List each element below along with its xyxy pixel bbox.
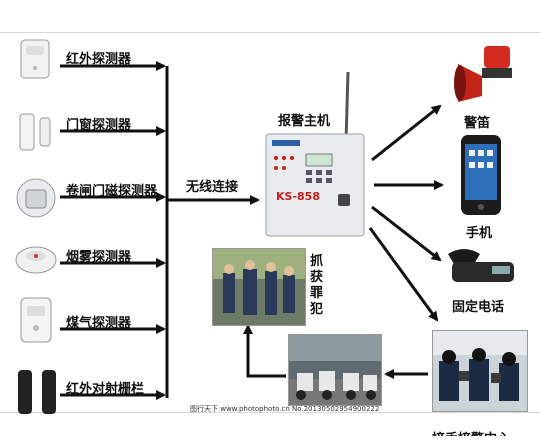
- arrow-to-siren: [371, 104, 442, 162]
- landline-label: 固定电话: [452, 300, 505, 315]
- label-infrared: 红外探测器: [66, 52, 132, 67]
- phone-label: 手机: [466, 226, 493, 241]
- bottom-frame-line: [0, 412, 540, 413]
- alarm-host-icon: KS-858: [262, 71, 372, 240]
- capture-label: 抓获罪犯: [310, 254, 324, 317]
- gas-detector-icon: [18, 296, 54, 344]
- host-label: 报警主机: [278, 114, 331, 129]
- capture-photo: [212, 248, 306, 326]
- door-magnet-icon: [14, 110, 58, 154]
- pir-sensor-icon: [18, 38, 52, 82]
- watermark-text: 图行天下 www.photophoto.cn No.20130502954900…: [190, 405, 380, 413]
- beam-sensor-icon: [12, 368, 62, 414]
- wireless-label: 无线连接: [186, 180, 239, 195]
- mobile-phone-icon: [460, 134, 502, 216]
- host-model-text: KS-858: [276, 190, 320, 203]
- siren-label: 警笛: [464, 116, 491, 131]
- police-photo: [288, 334, 382, 406]
- monitoring-center-photo: [432, 330, 528, 412]
- arrow-to-landline: [371, 205, 442, 262]
- arrow-to-capture: [243, 324, 286, 378]
- label-gas: 煤气探测器: [66, 316, 132, 331]
- landline-phone-icon: [444, 244, 520, 284]
- arrow-to-center: [368, 227, 439, 322]
- label-beam: 红外对射栅栏: [66, 382, 145, 397]
- shutter-magnet-icon: [14, 176, 58, 220]
- siren-icon: [452, 42, 516, 102]
- label-smoke: 烟雾探测器: [66, 250, 132, 265]
- monitoring-center-label: 接手接警中心: [432, 428, 510, 436]
- label-shutter: 卷闸门磁探测器: [66, 184, 158, 199]
- top-frame-line: [0, 32, 540, 33]
- smoke-detector-icon: [14, 242, 58, 276]
- label-door: 门窗探测器: [66, 118, 132, 133]
